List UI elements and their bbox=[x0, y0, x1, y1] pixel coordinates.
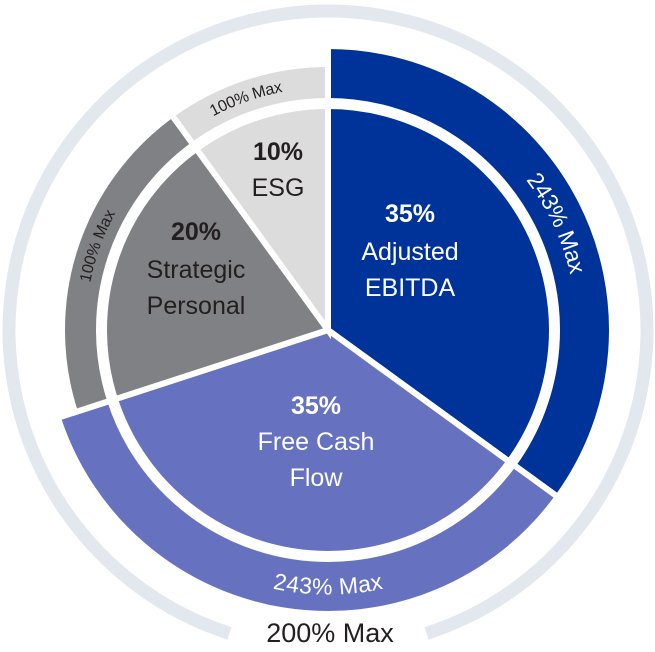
segment-label-esg: ESG bbox=[252, 174, 305, 202]
pct-label-strategic-personal: 20% bbox=[171, 218, 221, 246]
overall-max-label: 200% Max bbox=[266, 618, 394, 648]
pie-slice-free-cash-flow bbox=[111, 326, 514, 557]
max-ring-adjusted-ebitda bbox=[325, 42, 615, 502]
segment-label-adjusted-ebitda: Adjusted bbox=[361, 238, 458, 266]
pie-slice-strategic-personal bbox=[101, 144, 333, 404]
max-ring-esg bbox=[167, 60, 331, 149]
segment-label-line2-free-cash-flow: Flow bbox=[290, 464, 344, 492]
segment-label-strategic-personal: Strategic bbox=[147, 256, 246, 284]
segment-label-line2-adjusted-ebitda: EBITDA bbox=[365, 274, 456, 302]
pct-label-adjusted-ebitda: 35% bbox=[385, 200, 435, 228]
pie-slice-esg bbox=[192, 102, 331, 340]
overall-max-ring bbox=[2, 4, 654, 640]
max-ring-free-cash-flow bbox=[54, 396, 562, 617]
segment-label-free-cash-flow: Free Cash bbox=[258, 428, 375, 456]
pct-label-free-cash-flow: 35% bbox=[291, 392, 341, 420]
pct-label-esg: 10% bbox=[253, 138, 303, 166]
segment-label-line2-strategic-personal: Personal bbox=[147, 292, 246, 320]
pie-slice-adjusted-ebitda bbox=[325, 102, 555, 466]
